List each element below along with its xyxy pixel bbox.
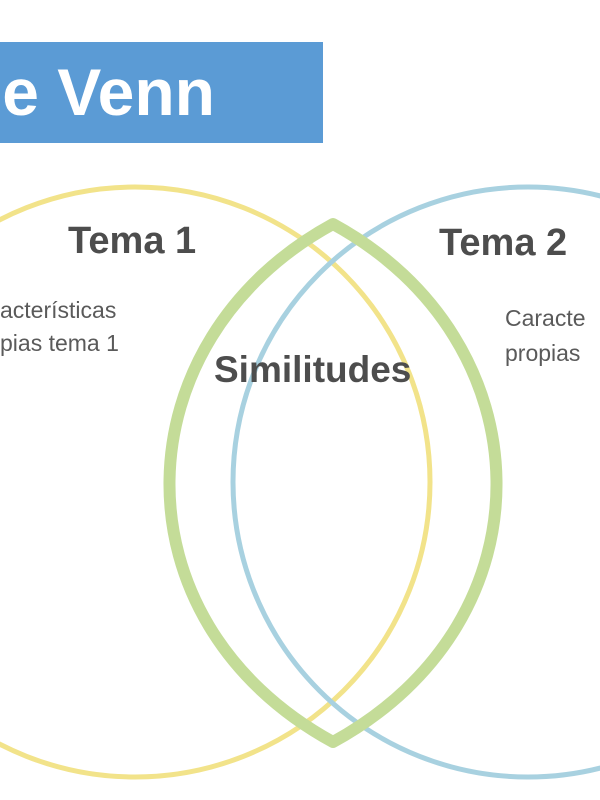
similitudes-heading: Similitudes xyxy=(214,349,412,390)
overlap-region-outline xyxy=(163,218,503,748)
tema-1-desc-line-1: acterísticas xyxy=(0,297,117,323)
circle-tema-2 xyxy=(230,184,600,780)
tema-2-heading: Tema 2 xyxy=(439,222,568,264)
tema-1-heading: Tema 1 xyxy=(68,220,197,262)
title-banner: e Venn xyxy=(0,42,323,143)
circle-tema-1 xyxy=(0,184,433,780)
tema-2-desc-line-2: propias xyxy=(505,340,581,366)
slide-title: e Venn xyxy=(2,55,215,129)
tema-1-desc-line-2: pias tema 1 xyxy=(0,330,119,356)
tema-2-desc-line-1: Caracte xyxy=(505,305,586,331)
